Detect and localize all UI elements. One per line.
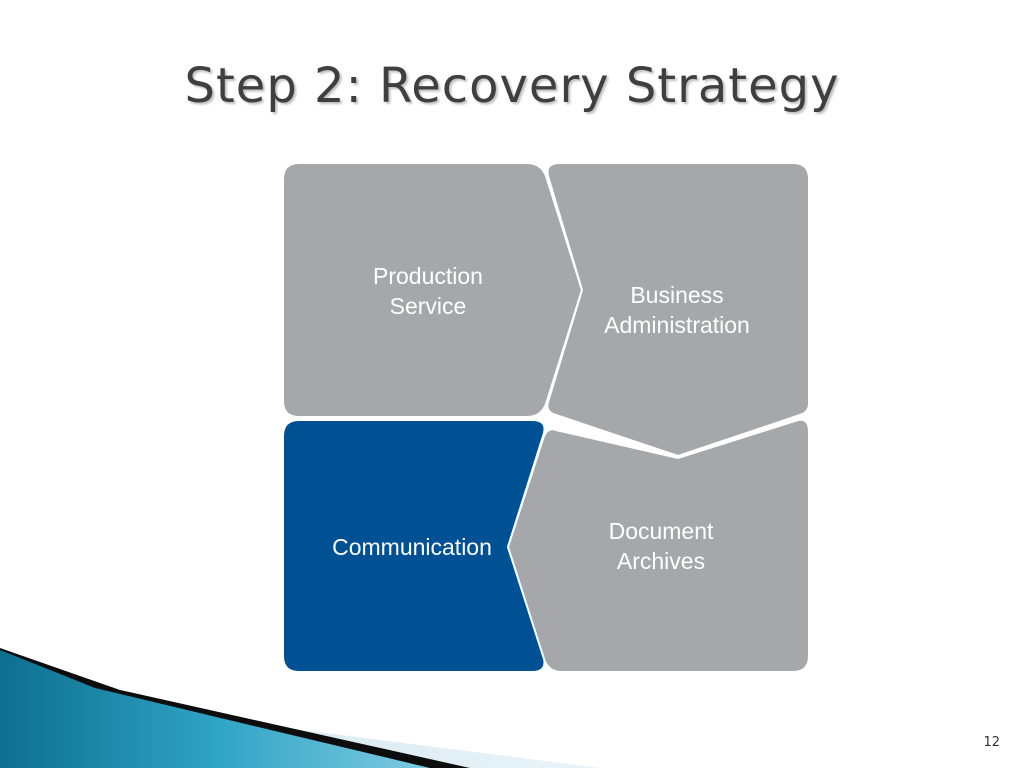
cell-business-administration-shape [546,162,810,458]
cell-communication-shape [282,419,546,673]
cell-document-archives-shape [506,418,810,673]
slide-title: Step 2: Recovery Strategy [184,58,840,114]
cell-production-service-label-line-2: Service [390,293,467,319]
cell-business-administration: Business Administration [546,162,810,458]
cell-document-archives: Document Archives [506,418,810,673]
cell-document-archives-label-line-1: Document [609,518,714,544]
cell-document-archives-label-line-2: Archives [617,548,705,574]
cell-production-service-label-line-1: Production [373,263,483,289]
page-number: 12 [983,735,1000,750]
cell-communication-label: Communication [332,534,492,560]
cell-communication: Communication [282,419,546,673]
cell-business-administration-label-line-2: Administration [604,312,750,338]
cell-business-administration-label-line-1: Business [630,282,723,308]
cell-production-service-shape [282,162,584,418]
cell-production-service: Production Service [282,162,584,418]
